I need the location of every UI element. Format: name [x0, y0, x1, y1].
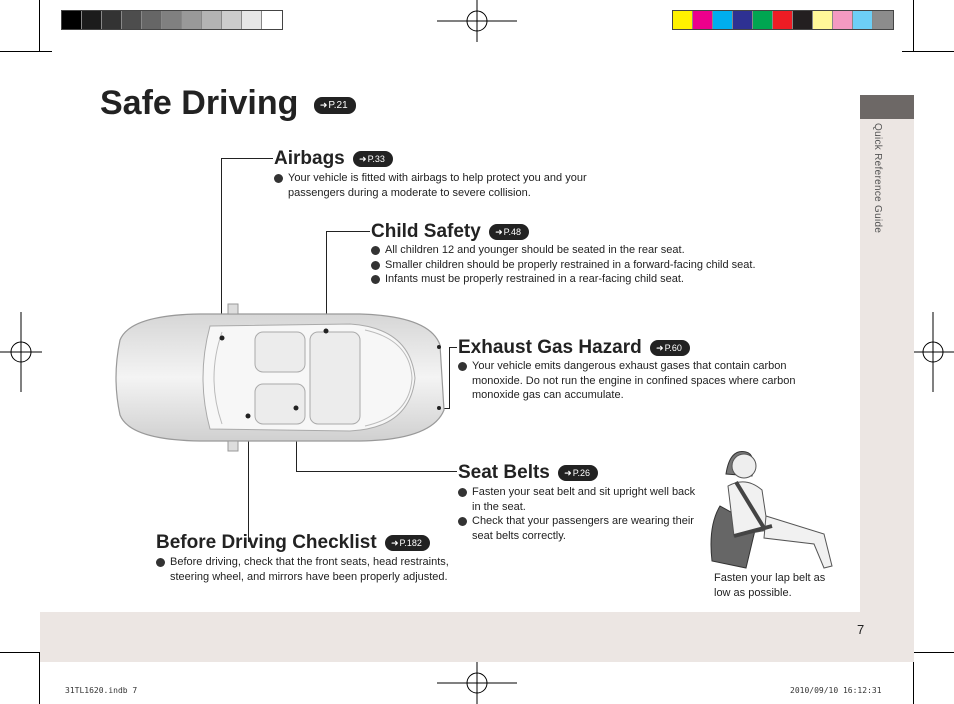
- color-swatch: [102, 11, 122, 29]
- exhaust-ref-link[interactable]: ➜P.60: [650, 339, 690, 356]
- checklist-ref-link[interactable]: ➜P.182: [384, 534, 430, 551]
- exhaust-bullets: Your vehicle emits dangerous exhaust gas…: [458, 359, 838, 403]
- color-swatch: [733, 11, 753, 29]
- list-item: Your vehicle emits dangerous exhaust gas…: [458, 359, 838, 403]
- illustration-caption: Fasten your lap belt as low as possible.: [714, 572, 826, 599]
- color-swatch: [673, 11, 693, 29]
- exhaust-heading: Exhaust Gas Hazard ➜P.60: [458, 337, 690, 359]
- seatbelt-person-illustration: [710, 450, 833, 569]
- color-swatch: [182, 11, 202, 29]
- side-tab: [860, 95, 914, 615]
- color-swatch: [793, 11, 813, 29]
- checklist-bullets: Before driving, check that the front sea…: [156, 555, 486, 584]
- color-swatch: [693, 11, 713, 29]
- color-swatch: [853, 11, 873, 29]
- page-title: Safe Driving ➜P.21: [100, 84, 356, 123]
- seat-belts-ref-link[interactable]: ➜P.26: [558, 464, 599, 481]
- seat-belts-bullets: Fasten your seat belt and sit upright we…: [458, 485, 698, 543]
- arrow-icon: ➜: [359, 153, 367, 164]
- child-safety-bullets: All children 12 and younger should be se…: [371, 243, 811, 287]
- color-calibration-bar: [672, 10, 894, 30]
- checklist-heading: Before Driving Checklist ➜P.182: [156, 532, 430, 554]
- color-swatch: [162, 11, 182, 29]
- airbags-ref-link[interactable]: ➜P.33: [353, 150, 393, 167]
- list-item: Infants must be properly restrained in a…: [371, 272, 811, 287]
- color-swatch: [122, 11, 142, 29]
- list-item: All children 12 and younger should be se…: [371, 243, 811, 258]
- list-item: Fasten your seat belt and sit upright we…: [458, 485, 698, 514]
- page-ref-link[interactable]: ➜P.21: [313, 96, 356, 114]
- color-swatch: [222, 11, 242, 29]
- arrow-icon: ➜: [495, 226, 503, 237]
- color-swatch: [713, 11, 733, 29]
- color-swatch: [242, 11, 262, 29]
- color-swatch: [813, 11, 833, 29]
- child-safety-ref-link[interactable]: ➜P.48: [489, 223, 529, 240]
- arrow-icon: ➜: [390, 537, 399, 548]
- color-swatch: [62, 11, 82, 29]
- arrow-icon: ➜: [656, 342, 664, 353]
- color-swatch: [773, 11, 793, 29]
- seat-belts-heading: Seat Belts ➜P.26: [458, 462, 599, 484]
- car-top-view-illustration: [115, 303, 445, 452]
- child-safety-heading: Child Safety ➜P.48: [371, 221, 529, 243]
- airbags-bullets: Your vehicle is fitted with airbags to h…: [274, 171, 604, 200]
- footer-timestamp: 2010/09/10 16:12:31: [790, 686, 882, 695]
- side-tab-label: Quick Reference Guide: [872, 123, 883, 234]
- list-item: Smaller children should be properly rest…: [371, 258, 811, 273]
- color-swatch: [833, 11, 853, 29]
- airbags-heading: Airbags ➜P.33: [274, 148, 393, 170]
- color-swatch: [82, 11, 102, 29]
- color-swatch: [202, 11, 222, 29]
- list-item: Before driving, check that the front sea…: [156, 555, 486, 584]
- page-number: 7: [857, 622, 865, 637]
- list-item: Your vehicle is fitted with airbags to h…: [274, 171, 604, 200]
- list-item: Check that your passengers are wearing t…: [458, 514, 698, 543]
- arrow-icon: ➜: [319, 99, 328, 110]
- footer-file-label: 31TL1620.indb 7: [65, 686, 138, 695]
- bottom-band: [40, 612, 914, 662]
- color-swatch: [753, 11, 773, 29]
- side-tab-marker: [860, 95, 914, 119]
- color-swatch: [873, 11, 893, 29]
- gray-calibration-bar: [61, 10, 283, 30]
- arrow-icon: ➜: [564, 467, 572, 478]
- color-swatch: [262, 11, 282, 29]
- color-swatch: [142, 11, 162, 29]
